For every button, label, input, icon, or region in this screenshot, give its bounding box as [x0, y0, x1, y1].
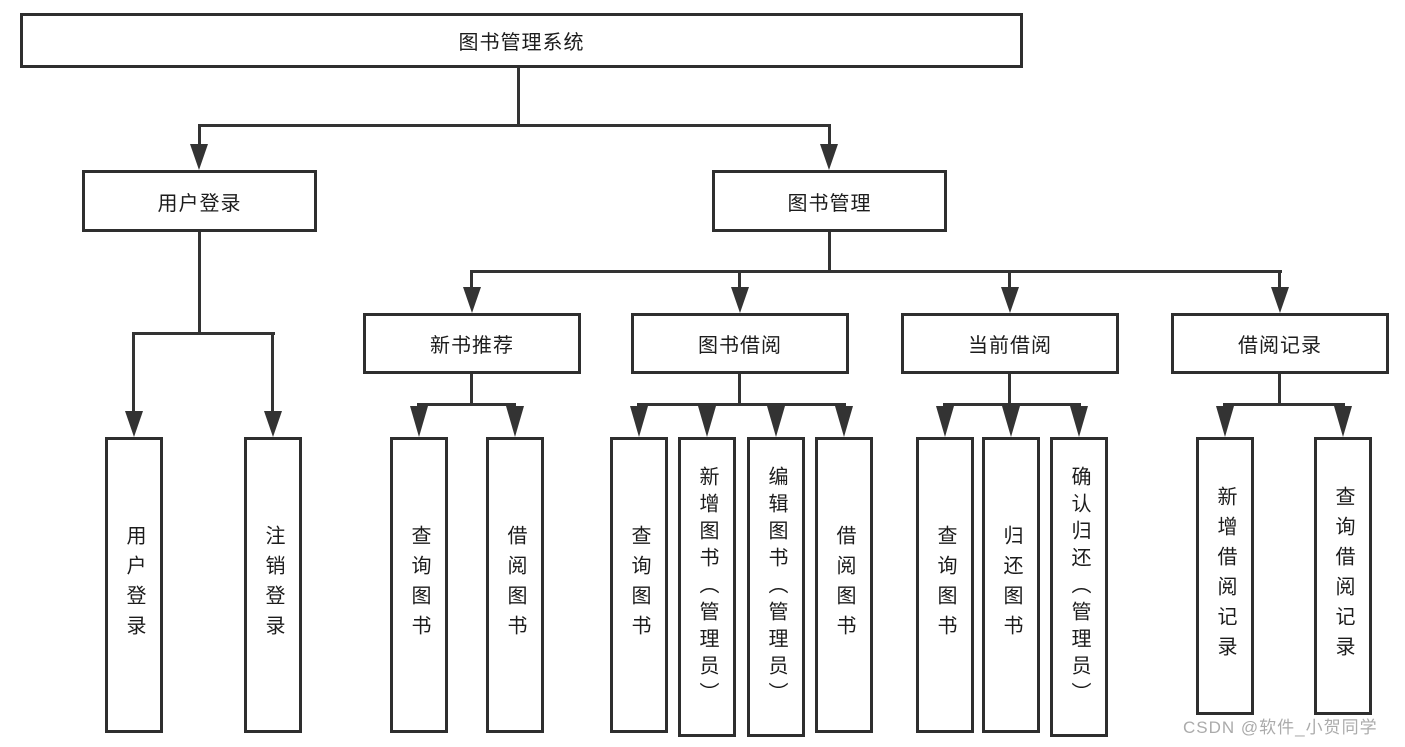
node-book-borrowing: 图书借阅	[631, 313, 849, 374]
leaf-borrow-books: 借阅图书	[486, 437, 544, 733]
leaf-label: 查询图书	[408, 525, 430, 645]
leaf-label: 借阅图书	[833, 525, 855, 645]
connector-line	[271, 332, 274, 411]
node-user-login: 用户登录	[82, 170, 317, 232]
leaf-user-login: 用户登录	[105, 437, 163, 733]
arrow-down	[1216, 406, 1234, 437]
arrow-down	[820, 144, 838, 170]
leaf-label: 注销登录	[262, 525, 284, 645]
connector-line	[198, 124, 201, 146]
leaf-label: 新增图书（管理员）	[696, 465, 718, 709]
leaf-confirm-return-admin: 确认归还（管理员）	[1050, 437, 1108, 737]
node-borrowing-records: 借阅记录	[1171, 313, 1389, 374]
node-label: 图书管理	[787, 192, 872, 215]
connector-line	[1008, 270, 1011, 288]
arrow-down	[698, 406, 716, 437]
arrow-down	[936, 406, 954, 437]
leaf-label: 编辑图书（管理员）	[765, 465, 787, 709]
connector-line	[417, 403, 516, 406]
connector-line	[198, 232, 201, 335]
leaf-label: 查询图书	[628, 525, 650, 645]
leaf-edit-books-admin: 编辑图书（管理员）	[747, 437, 805, 737]
arrow-down	[731, 287, 749, 313]
node-label: 新书推荐	[430, 335, 514, 357]
node-label: 借阅记录	[1238, 335, 1322, 357]
connector-line	[470, 270, 473, 288]
connector-line	[828, 124, 831, 146]
leaf-label: 查询借阅记录	[1332, 486, 1354, 666]
leaf-label: 用户登录	[123, 525, 145, 645]
arrow-down	[767, 406, 785, 437]
connector-line	[1278, 374, 1281, 406]
connector-line	[132, 332, 275, 335]
leaf-label: 查询图书	[934, 525, 956, 645]
leaf-label: 归还图书	[1000, 525, 1022, 645]
leaf-borrow-books: 借阅图书	[815, 437, 873, 733]
node-new-book-recommendation: 新书推荐	[363, 313, 581, 374]
arrow-down	[630, 406, 648, 437]
connector-line	[828, 232, 831, 273]
leaf-logout: 注销登录	[244, 437, 302, 733]
connector-line	[943, 403, 1081, 406]
node-label: 用户登录	[157, 192, 242, 215]
arrow-down	[463, 287, 481, 313]
arrow-down	[1002, 406, 1020, 437]
node-label: 图书管理系统	[458, 32, 585, 54]
connector-line	[1278, 270, 1281, 288]
leaf-query-books: 查询图书	[610, 437, 668, 733]
node-label: 当前借阅	[968, 335, 1052, 357]
leaf-add-books-admin: 新增图书（管理员）	[678, 437, 736, 737]
arrow-down	[125, 411, 143, 437]
leaf-return-books: 归还图书	[982, 437, 1040, 733]
leaf-add-borrow-record: 新增借阅记录	[1196, 437, 1254, 715]
arrow-down	[835, 406, 853, 437]
leaf-query-borrow-record: 查询借阅记录	[1314, 437, 1372, 715]
arrow-down	[1334, 406, 1352, 437]
connector-line	[517, 68, 520, 124]
leaf-query-books: 查询图书	[390, 437, 448, 733]
arrow-down	[190, 144, 208, 170]
arrow-down	[1271, 287, 1289, 313]
connector-line	[738, 374, 741, 406]
connector-line	[1223, 403, 1345, 406]
arrow-down	[1070, 406, 1088, 437]
leaf-query-books: 查询图书	[916, 437, 974, 733]
connector-line	[738, 270, 741, 288]
arrow-down	[1001, 287, 1019, 313]
node-label: 图书借阅	[698, 335, 782, 357]
leaf-label: 新增借阅记录	[1214, 486, 1236, 666]
connector-line	[470, 270, 1282, 273]
arrow-down	[410, 406, 428, 437]
arrow-down	[264, 411, 282, 437]
arrow-down	[506, 406, 524, 437]
node-current-borrowing: 当前借阅	[901, 313, 1119, 374]
connector-line	[132, 332, 135, 411]
leaf-label: 借阅图书	[504, 525, 526, 645]
node-book-management: 图书管理	[712, 170, 947, 232]
leaf-label: 确认归还（管理员）	[1068, 465, 1090, 709]
node-library-management-system: 图书管理系统	[20, 13, 1023, 68]
connector-line	[637, 403, 846, 406]
connector-line	[198, 124, 831, 127]
csdn-watermark: CSDN @软件_小贺同学	[1183, 718, 1378, 737]
connector-line	[470, 374, 473, 406]
connector-line	[1008, 374, 1011, 406]
